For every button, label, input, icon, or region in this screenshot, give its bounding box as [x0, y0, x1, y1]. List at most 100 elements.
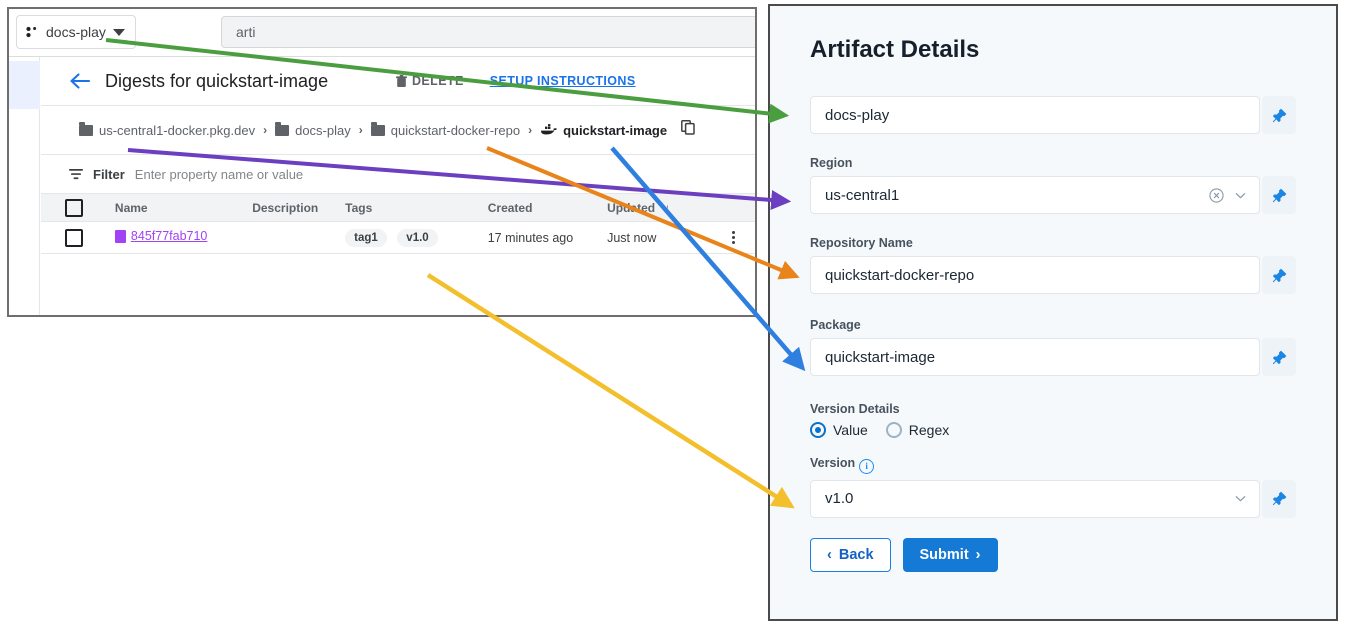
row-created-cell: 17 minutes ago [487, 221, 608, 254]
info-icon[interactable]: i [859, 458, 875, 474]
radio-value[interactable]: Value [810, 422, 868, 438]
column-header-created[interactable]: Created [487, 194, 608, 222]
chevron-down-icon[interactable] [1234, 492, 1247, 505]
search-input-value: arti [236, 24, 256, 40]
delete-button-label: DELETE [412, 74, 464, 88]
pin-icon[interactable] [1262, 479, 1296, 518]
copy-icon[interactable] [681, 120, 695, 140]
project-selector-chip[interactable]: docs-play [16, 15, 136, 49]
breadcrumb-separator: › [528, 123, 533, 137]
radio-regex[interactable]: Regex [885, 422, 950, 438]
breadcrumb: us-central1-docker.pkg.dev › docs-play ›… [41, 106, 755, 155]
trash-icon [396, 74, 407, 87]
chevron-left-icon: ‹ [827, 546, 832, 563]
region-field[interactable]: us-central1 [810, 176, 1260, 214]
radio-unselected-icon [885, 422, 902, 438]
page-header-actions: DELETE SETUP INSTRUCTIONS [396, 57, 636, 105]
form-title: Artifact Details [810, 36, 980, 63]
pin-icon[interactable] [1262, 176, 1296, 214]
delete-button[interactable]: DELETE [396, 74, 464, 88]
version-field[interactable]: v1.0 [810, 479, 1260, 518]
version-field-label-text: Version [810, 456, 856, 470]
version-field-value: v1.0 [825, 490, 854, 507]
filter-input[interactable]: Enter property name or value [134, 166, 304, 182]
package-field-label: Package [810, 318, 861, 332]
region-field-label: Region [810, 156, 853, 170]
table-row[interactable]: 845f77fab710 tag1 v1.0 17 minutes ago Ju… [41, 221, 755, 254]
console-search-input[interactable]: arti [221, 16, 755, 48]
form-actions: ‹ Back Submit › [810, 537, 1296, 572]
breadcrumb-label: us-central1-docker.pkg.dev [99, 122, 256, 138]
breadcrumb-separator: › [358, 123, 363, 137]
tag-chip[interactable]: v1.0 [397, 228, 438, 247]
radio-regex-label: Regex [908, 422, 950, 438]
column-header-updated-label: Updated [607, 200, 656, 215]
breadcrumb-label: docs-play [295, 122, 351, 138]
page-header: Digests for quickstart-image DELETE SETU… [41, 57, 755, 106]
row-checkbox-cell[interactable] [41, 221, 115, 254]
chevron-right-icon: › [975, 546, 981, 563]
package-field-group: Package quickstart-image [810, 318, 1296, 376]
breadcrumb-item-project[interactable]: docs-play [275, 121, 351, 138]
package-field[interactable]: quickstart-image [810, 338, 1260, 376]
filter-bar: Filter Enter property name or value [41, 155, 755, 194]
setup-instructions-link[interactable]: SETUP INSTRUCTIONS [489, 74, 636, 88]
back-button-label: Back [838, 546, 874, 563]
checkbox-unchecked-icon[interactable] [65, 228, 83, 247]
folder-icon [275, 121, 290, 136]
console-main-content: Digests for quickstart-image DELETE SETU… [41, 57, 755, 315]
chevron-down-icon[interactable] [1234, 189, 1247, 202]
folder-icon [370, 121, 385, 136]
column-header-description[interactable]: Description [252, 194, 346, 222]
filter-icon[interactable] [69, 168, 83, 180]
pin-icon[interactable] [1262, 96, 1296, 134]
digest-link-label: 845f77fab710 [130, 229, 208, 244]
chevron-down-icon [112, 28, 125, 36]
kebab-menu-icon[interactable] [713, 231, 755, 244]
column-header-name[interactable]: Name [114, 194, 253, 222]
row-updated-cell: Just now [607, 221, 713, 254]
project-chip-label: docs-play [46, 24, 106, 40]
submit-button[interactable]: Submit › [902, 537, 998, 572]
column-header-updated[interactable]: Updated ↓ [607, 194, 713, 222]
radio-value-label: Value [833, 422, 868, 438]
page-title: Digests for quickstart-image [105, 70, 329, 91]
clear-icon[interactable] [1209, 187, 1224, 203]
checkbox-unchecked-icon[interactable] [65, 198, 83, 217]
artifact-registry-console-screenshot: docs-play arti Digests for quickstart-im… [7, 7, 757, 317]
version-details-group: Version Details Value Regex [810, 402, 1296, 438]
radio-selected-icon [810, 422, 826, 438]
table-header-row: Name Description Tags Created Updated ↓ [41, 194, 755, 222]
column-header-tags[interactable]: Tags [345, 194, 488, 222]
project-field[interactable]: docs-play [810, 96, 1260, 134]
digest-icon [114, 229, 126, 243]
pin-icon[interactable] [1262, 256, 1296, 294]
breadcrumb-label: quickstart-image [563, 122, 668, 138]
back-arrow-icon[interactable] [67, 68, 93, 94]
breadcrumb-item-registry[interactable]: us-central1-docker.pkg.dev [79, 121, 256, 138]
repository-name-field[interactable]: quickstart-docker-repo [810, 256, 1260, 294]
sort-descending-icon: ↓ [664, 200, 671, 215]
rail-active-item[interactable] [9, 61, 40, 109]
project-field-group: docs-play [810, 96, 1296, 134]
row-tags-cell: tag1 v1.0 [345, 221, 488, 254]
docker-whale-icon [541, 124, 557, 135]
breadcrumb-label: quickstart-docker-repo [390, 122, 521, 138]
breadcrumb-item-package[interactable]: quickstart-image [540, 123, 667, 138]
tag-chip[interactable]: tag1 [345, 228, 387, 247]
package-field-value: quickstart-image [825, 348, 936, 366]
artifact-details-form: Artifact Details docs-play Region us-cen… [768, 4, 1338, 621]
region-field-group: Region us-central1 [810, 156, 1296, 214]
pin-icon[interactable] [1262, 338, 1296, 376]
row-description-cell [252, 221, 346, 254]
breadcrumb-item-repository[interactable]: quickstart-docker-repo [370, 121, 521, 138]
project-field-value: docs-play [825, 106, 890, 124]
submit-button-label: Submit [919, 546, 969, 563]
back-button[interactable]: ‹ Back [810, 537, 891, 572]
digest-link[interactable]: 845f77fab710 [114, 229, 208, 244]
breadcrumb-separator: › [263, 123, 268, 137]
row-menu-cell[interactable] [712, 221, 755, 254]
select-all-header[interactable] [41, 194, 115, 222]
